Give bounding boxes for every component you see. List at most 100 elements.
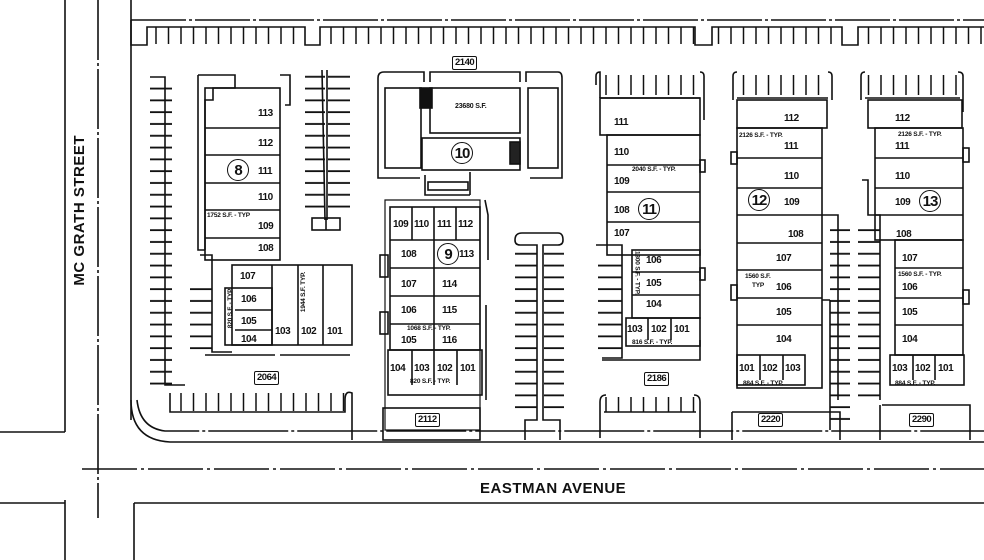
unit-11-108: 108 — [614, 205, 630, 216]
building-13-marker: 13 — [919, 190, 941, 212]
eastman-avenue-label: EASTMAN AVENUE — [480, 480, 627, 497]
unit-8-102: 102 — [301, 326, 317, 337]
building-12-outline — [730, 71, 850, 440]
unit-9-116: 116 — [442, 335, 457, 346]
unit-9-107: 107 — [401, 279, 417, 290]
unit-9-114: 114 — [442, 279, 457, 290]
sf-label-10: 23680 S.F. — [455, 103, 487, 110]
address-2064: 2064 — [254, 371, 280, 385]
unit-8-109: 109 — [258, 221, 274, 232]
unit-8-111: 111 — [258, 166, 273, 177]
sf-label-13-small: 884 S.F. - TYP. — [895, 380, 936, 387]
unit-9-110: 110 — [414, 219, 429, 230]
building-11-outline — [595, 71, 706, 438]
unit-13-111: 111 — [895, 141, 910, 152]
building-12-marker: 12 — [748, 189, 770, 211]
unit-12-105: 105 — [776, 307, 792, 318]
building-8-outline — [190, 74, 353, 356]
unit-13-112: 112 — [895, 113, 910, 124]
unit-12-106: 106 — [776, 282, 792, 293]
unit-9-102: 102 — [437, 363, 453, 374]
unit-12-108: 108 — [788, 229, 804, 240]
unit-11-105: 105 — [646, 278, 662, 289]
unit-12-103: 103 — [785, 363, 801, 374]
unit-8-106: 106 — [241, 294, 257, 305]
unit-13-105: 105 — [902, 307, 918, 318]
unit-8-112: 112 — [258, 138, 273, 149]
unit-13-104: 104 — [902, 334, 918, 345]
unit-11-101: 101 — [674, 324, 690, 335]
unit-9-106: 106 — [401, 305, 417, 316]
unit-9-104: 104 — [390, 363, 406, 374]
unit-8-101: 101 — [327, 326, 343, 337]
unit-8-113: 113 — [258, 108, 273, 119]
address-2112: 2112 — [415, 413, 440, 427]
unit-12-109: 109 — [784, 197, 800, 208]
unit-9-108: 108 — [401, 249, 417, 260]
unit-13-108: 108 — [896, 229, 912, 240]
unit-13-102: 102 — [915, 363, 931, 374]
sf-label-12-mid-1: 1560 S.F. — [745, 273, 771, 280]
unit-12-101: 101 — [739, 363, 755, 374]
sf-label-12-mid-2: TYP — [752, 282, 765, 289]
unit-11-104: 104 — [646, 299, 662, 310]
building-8-marker: 8 — [227, 159, 249, 181]
unit-13-106: 106 — [902, 282, 918, 293]
sf-label-8-main: 1752 S.F. - TYP — [207, 212, 250, 219]
address-2186: 2186 — [644, 372, 670, 386]
unit-12-111: 111 — [784, 141, 799, 152]
unit-8-108: 108 — [258, 243, 274, 254]
sf-label-8-large: 1944 S.F. TYP. — [300, 272, 307, 313]
building-10-marker: 10 — [451, 142, 473, 164]
address-2290: 2290 — [909, 413, 935, 427]
unit-11-111: 111 — [614, 117, 629, 128]
mcgrath-street-lines — [0, 0, 135, 560]
unit-9-111: 111 — [437, 219, 452, 230]
sf-label-12-main: 2126 S.F. - TYP. — [739, 132, 783, 139]
sf-label-9-main: 1068 S.F. - TYP. — [407, 325, 451, 332]
sf-label-9-small: 820 S.F. - TYP. — [410, 378, 451, 385]
address-2220: 2220 — [758, 413, 784, 427]
address-2140: 2140 — [452, 56, 478, 70]
sf-label-8-small: 820 S.F. - TYP. — [227, 288, 234, 329]
sf-label-12-small: 884 S.F. - TYP. — [743, 380, 784, 387]
eastman-avenue-lines — [82, 399, 984, 504]
sf-label-13-mid: 1560 S.F. - TYP. — [898, 271, 942, 278]
unit-9-113: 113 — [459, 249, 474, 260]
unit-8-110: 110 — [258, 192, 273, 203]
sf-label-13-main: 2126 S.F. - TYP. — [898, 131, 942, 138]
unit-12-110: 110 — [784, 171, 799, 182]
sf-label-11-mid: 1300 S.F. - TYP. — [633, 251, 641, 295]
unit-11-110: 110 — [614, 147, 629, 158]
unit-9-115: 115 — [442, 305, 457, 316]
sf-label-11-main: 2040 S.F. - TYP. — [632, 166, 676, 173]
unit-8-105: 105 — [241, 316, 257, 327]
unit-12-102: 102 — [762, 363, 778, 374]
building-13-outline — [858, 71, 971, 440]
unit-13-107: 107 — [902, 253, 918, 264]
unit-9-112: 112 — [458, 219, 473, 230]
building-11-marker: 11 — [638, 198, 660, 220]
unit-12-112: 112 — [784, 113, 799, 124]
unit-11-106: 106 — [646, 255, 662, 266]
unit-9-109: 109 — [393, 219, 409, 230]
unit-11-107: 107 — [614, 228, 630, 239]
unit-12-107: 107 — [776, 253, 792, 264]
unit-11-102: 102 — [651, 324, 667, 335]
unit-13-109: 109 — [895, 197, 911, 208]
unit-13-110: 110 — [895, 171, 910, 182]
sf-label-11-small: 816 S.F. - TYP. — [632, 339, 673, 346]
unit-9-105: 105 — [401, 335, 417, 346]
unit-8-107: 107 — [240, 271, 256, 282]
unit-12-104: 104 — [776, 334, 792, 345]
unit-8-104: 104 — [241, 334, 257, 345]
unit-13-101: 101 — [938, 363, 954, 374]
unit-9-103: 103 — [414, 363, 430, 374]
unit-13-103: 103 — [892, 363, 908, 374]
unit-8-103: 103 — [275, 326, 291, 337]
unit-11-103: 103 — [627, 324, 643, 335]
unit-9-101: 101 — [460, 363, 476, 374]
unit-11-109: 109 — [614, 176, 630, 187]
building-10-outline — [377, 71, 563, 196]
